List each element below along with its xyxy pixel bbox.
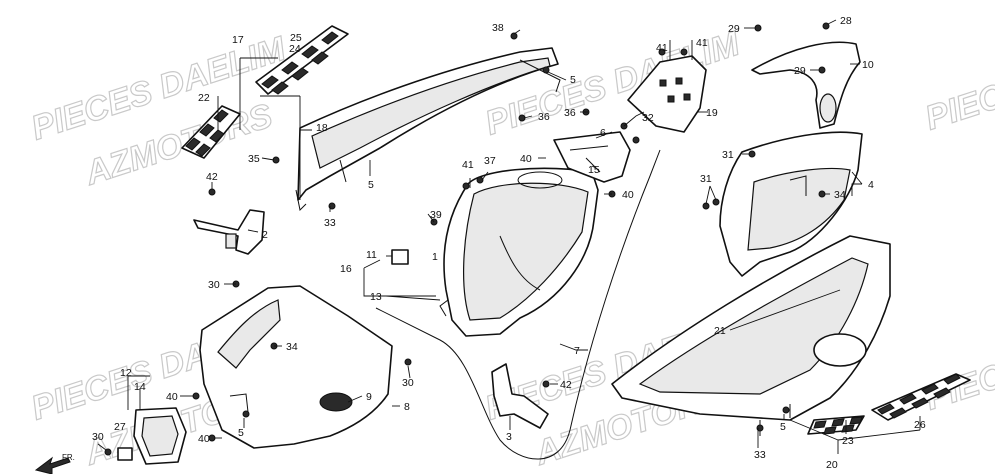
callout-26: 26: [914, 419, 926, 431]
callout-36-b: 36: [564, 107, 576, 119]
callout-28: 28: [840, 15, 852, 27]
front-direction-arrow: FR.: [34, 453, 75, 474]
callout-30: 30: [208, 279, 220, 291]
callout-12: 12: [120, 367, 132, 379]
callout-23: 23: [842, 435, 854, 447]
callout-40-d: 40: [198, 433, 210, 445]
callout-17: 17: [232, 34, 244, 46]
callout-3: 3: [506, 431, 512, 443]
callout-8: 8: [404, 401, 410, 413]
rail-18: [295, 47, 561, 212]
callout-6: 6: [600, 127, 606, 139]
callout-16: 16: [340, 263, 352, 275]
hinge-15: [553, 131, 631, 183]
callout-40: 40: [520, 153, 532, 165]
callout-15: 15: [588, 164, 600, 176]
callout-41-c: 41: [462, 159, 474, 171]
callout-5-b: 5: [368, 179, 374, 191]
callout-5-d: 5: [238, 427, 244, 439]
callout-41-b: 41: [696, 37, 708, 49]
callout-42: 42: [560, 379, 572, 391]
callout-25: 25: [290, 32, 302, 44]
callout-27: 27: [114, 421, 126, 433]
callout-19: 19: [706, 107, 718, 119]
front-direction-label: FR.: [62, 453, 75, 462]
callout-24: 24: [289, 43, 301, 55]
callout-5-c: 5: [780, 421, 786, 433]
callout-29-b: 29: [794, 65, 806, 77]
callout-13: 13: [370, 291, 382, 303]
callout-labels: 38 5 36 36 40 6 15 40 32 41 41 19 29 28 …: [92, 15, 926, 471]
callout-37: 37: [484, 155, 496, 167]
watermark-pieces-3: PIECES DAELIM: [921, 20, 995, 138]
leader-lines: [97, 19, 921, 454]
watermark-pieces-6: PIECES DAELIM: [921, 300, 995, 418]
callout-2: 2: [262, 229, 268, 241]
callout-41: 41: [656, 42, 668, 54]
callout-11: 11: [366, 249, 377, 261]
callout-14: 14: [134, 381, 146, 393]
helmet-box-1: [439, 167, 599, 337]
callout-9: 9: [366, 391, 372, 403]
side-cover-21: [611, 235, 891, 436]
decal-25: [255, 25, 349, 95]
callout-35: 35: [248, 153, 260, 165]
decal-23: [807, 415, 865, 435]
callout-22: 22: [198, 92, 210, 104]
callout-31: 31: [722, 149, 734, 161]
callout-33-b: 33: [324, 217, 336, 229]
lens-27: [117, 407, 187, 465]
callout-20: 20: [826, 459, 838, 471]
callout-38: 38: [492, 22, 504, 34]
callout-1: 1: [432, 251, 438, 263]
decal-26: [871, 373, 971, 421]
callout-39: 39: [430, 209, 442, 221]
cable-7: [375, 149, 661, 460]
callout-4: 4: [868, 179, 874, 191]
fender-4: [719, 131, 863, 277]
callout-33: 33: [754, 449, 766, 461]
grab-rail-10: [751, 41, 861, 129]
callout-30-c: 30: [92, 431, 104, 443]
leg-shield-8: [199, 285, 393, 449]
callout-32: 32: [642, 112, 654, 124]
callout-34: 34: [834, 189, 846, 201]
callout-40-b: 40: [622, 189, 634, 201]
callout-7: 7: [574, 345, 580, 357]
callout-18: 18: [316, 122, 328, 134]
plate-11: [391, 249, 409, 265]
callout-21: 21: [714, 325, 726, 337]
callout-5: 5: [570, 74, 576, 86]
callout-42-b: 42: [206, 171, 218, 183]
callout-36: 36: [538, 111, 550, 123]
callout-30-b: 30: [402, 377, 414, 389]
bracket-2: [193, 209, 265, 255]
callout-40-c: 40: [166, 391, 178, 403]
callout-29: 29: [728, 23, 740, 35]
callout-31-b: 31: [700, 173, 712, 185]
bracket-3: [491, 363, 549, 429]
callout-34-b: 34: [286, 341, 298, 353]
callout-10: 10: [862, 59, 874, 71]
trim-19: [627, 55, 707, 133]
